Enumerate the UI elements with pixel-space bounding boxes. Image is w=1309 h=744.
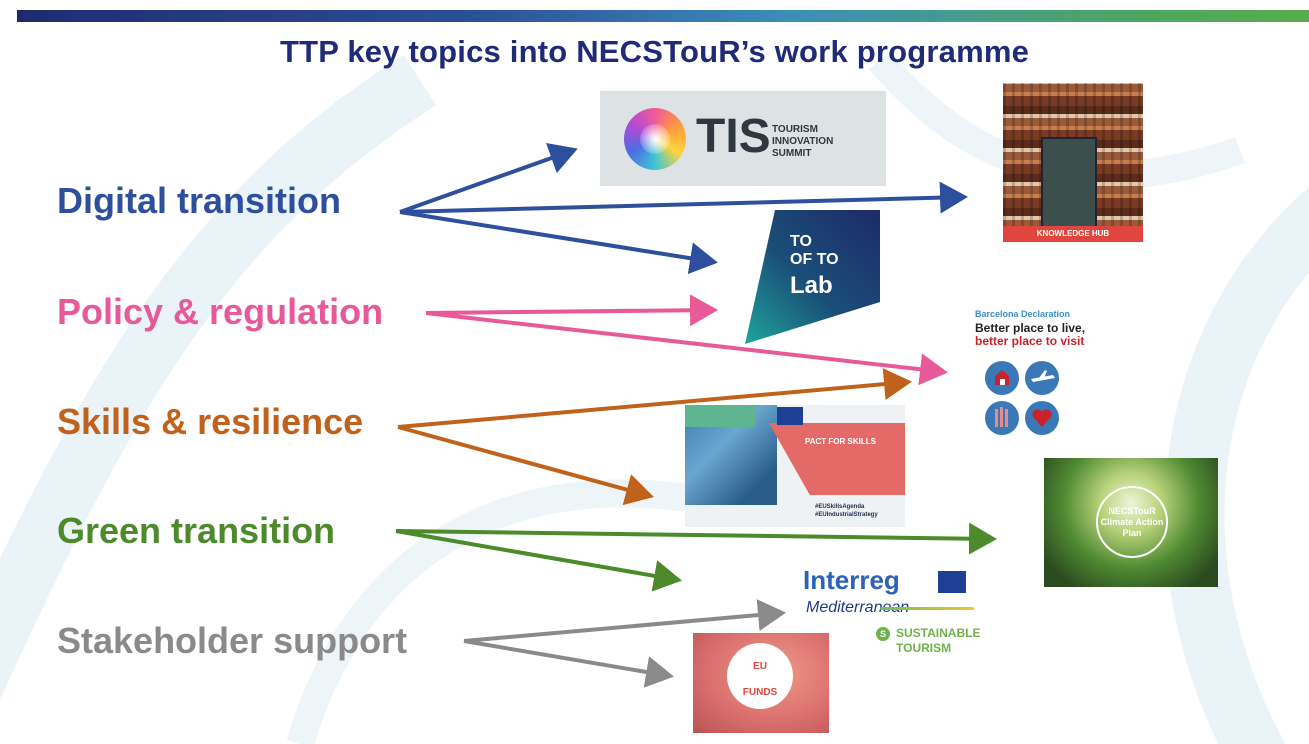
pact-hashtag: #EUSkillsAgenda [815,504,865,510]
eu-funds-thumbnail: EU FUNDS [693,633,829,733]
knowledge-hub-thumbnail: KNOWLEDGE HUB [1003,83,1143,242]
arrow-digital-to-tis [399,142,578,214]
tis-logo-thumbnail: TIS TOURISM INNOVATION SUMMIT [600,91,886,186]
sustainable-tourism-icon: S [876,627,890,641]
door-illustration [1041,137,1097,229]
tooftolab-line: TO [790,233,812,250]
barcelona-line-2: better place to visit [975,334,1085,348]
house-icon [985,361,1019,395]
arrow-green-to-interreg [395,529,682,592]
hands-icon [985,401,1019,435]
pact-green-band [685,405,755,427]
climate-action-plan-label: NECSTouR Climate Action Plan [1096,486,1168,558]
topic-policy-regulation: Policy & regulation [57,291,384,332]
tis-subtitle: TOURISM INNOVATION SUMMIT [772,124,833,160]
eu-flag-icon [938,571,966,593]
topic-skills-resilience: Skills & resilience [57,401,364,442]
barcelona-heading: Barcelona Declaration [975,309,1071,319]
tis-sub-line: INNOVATION [772,136,834,147]
eu-funds-badge: EU FUNDS [727,643,793,709]
tis-letters: TIS [696,110,771,163]
slide-title: TTP key topics into NECSTouR’s work prog… [279,34,1030,69]
arrow-policy-to-tooftolab [425,294,718,327]
eu-funds-line: EU [753,661,767,672]
barcelona-declaration-thumbnail: Barcelona Declaration Better place to li… [973,307,1088,447]
topic-green-transition: Green transition [57,510,336,551]
arrow-policy-to-barcelona [425,311,948,386]
topic-stakeholder-support: Stakeholder support [57,620,408,661]
barcelona-line-1: Better place to live, [975,321,1086,335]
heart-icon [1025,401,1059,435]
tooftolab-logo [745,210,880,344]
header-gradient-bar [17,10,1309,22]
climate-text: NECSTouR Climate Action Plan [1100,505,1164,538]
arrow-stakeholder-to-interreg [463,599,786,643]
mediterranean-wordmark: Mediterranean [806,599,910,616]
pact-hashtag: #EUIndustrialStrategy [815,512,878,518]
arrow-skills-to-barcelona [397,368,912,429]
climate-action-plan-thumbnail: NECSTouR Climate Action Plan [1044,458,1218,587]
interreg-swoosh [880,607,974,610]
tooftolab-text: TO OF TO [790,233,839,269]
arrow-digital-to-knowledge-hub [399,181,968,214]
tooftolab-lab: Lab [790,272,833,299]
pact-for-skills-thumbnail: PACT FOR SKILLS #EUSkillsAgenda #EUIndus… [685,405,905,527]
pact-red-banner [769,423,905,495]
tis-sub-line: TOURISM [772,124,818,135]
tooftolab-line: OF TO [790,251,839,268]
sustainable-label: SUSTAINABLE [896,626,981,640]
tourism-label: TOURISM [896,641,952,655]
arrow-skills-to-pact [397,425,654,506]
arrow-stakeholder-to-eufunds [463,639,674,688]
interreg-med-logo: Interreg Mediterranean S SUSTAINABLE TOU… [780,565,1010,660]
knowledge-hub-label: KNOWLEDGE HUB [1003,226,1143,242]
plane-icon [1025,361,1059,395]
eu-funds-line: FUNDS [742,687,778,698]
interreg-wordmark: Interreg [803,565,900,595]
topic-digital-transition: Digital transition [57,180,342,221]
arrow-green-to-climate [395,522,997,555]
pact-title: PACT FOR SKILLS [805,437,876,446]
arrow-digital-to-tooftolab [399,210,718,275]
pact-hashtags: #EUSkillsAgenda #EUIndustrialStrategy [815,503,878,519]
tis-sub-line: SUMMIT [772,148,812,159]
tis-sphere-icon [624,108,686,170]
eu-flag-icon [777,407,803,425]
